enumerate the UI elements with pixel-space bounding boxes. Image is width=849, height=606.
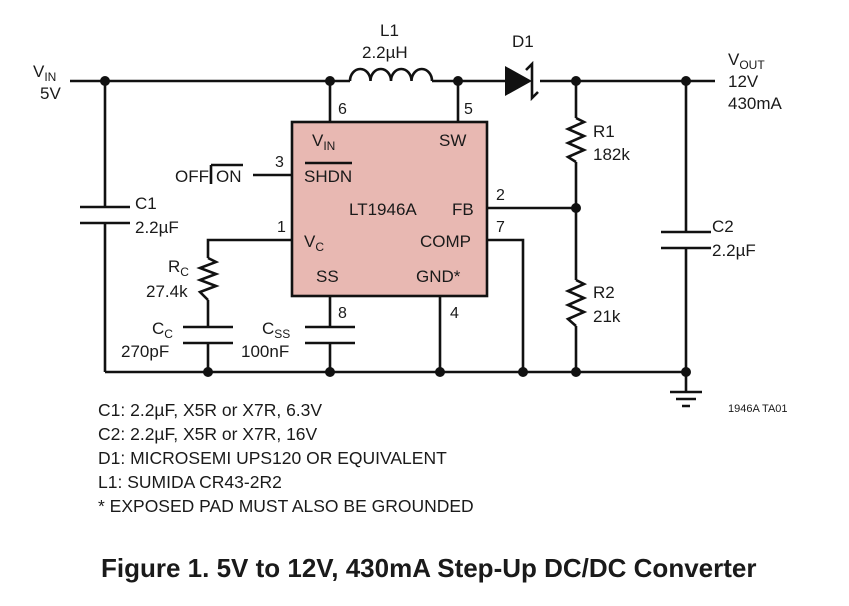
pin-number-6: 6 bbox=[338, 101, 347, 118]
r1-name: R1 bbox=[593, 122, 615, 141]
capacitor-cc-symbol bbox=[183, 325, 233, 345]
figure-caption: Figure 1. 5V to 12V, 430mA Step-Up DC/DC… bbox=[101, 553, 756, 583]
note-line: C1: 2.2µF, X5R or X7R, 6.3V bbox=[98, 400, 322, 420]
ic-body bbox=[290, 120, 489, 298]
pin-number-3: 3 bbox=[275, 154, 284, 171]
pin-number-7: 7 bbox=[496, 219, 505, 236]
vin-label: VIN bbox=[33, 62, 56, 84]
note-line: * EXPOSED PAD MUST ALSO BE GROUNDED bbox=[98, 496, 474, 516]
note-line: D1: MICROSEMI UPS120 OR EQUIVALENT bbox=[98, 448, 447, 468]
r1-value: 182k bbox=[593, 145, 630, 164]
pin-number-1: 1 bbox=[277, 219, 286, 236]
shdn-on-label: ON bbox=[216, 167, 242, 186]
pin-number-5: 5 bbox=[464, 101, 473, 118]
ground-symbol bbox=[670, 390, 702, 408]
component-notes: C1: 2.2µF, X5R or X7R, 6.3V C2: 2.2µF, X… bbox=[98, 400, 474, 516]
c1-name: C1 bbox=[135, 194, 157, 213]
pin-number-8: 8 bbox=[338, 305, 347, 322]
capacitor-css-symbol bbox=[305, 325, 355, 345]
d1-name: D1 bbox=[512, 32, 534, 51]
resistor-r2-symbol bbox=[564, 278, 588, 327]
ic-pin-comp: COMP bbox=[420, 232, 471, 251]
ic-part-name: LT1946A bbox=[349, 200, 417, 219]
vout-current: 430mA bbox=[728, 94, 783, 113]
vout-voltage: 12V bbox=[728, 72, 759, 91]
ic-pin-vc: VC bbox=[304, 232, 324, 254]
ic-pin-fb: FB bbox=[452, 200, 474, 219]
cc-name: CC bbox=[152, 319, 173, 341]
css-name: CSS bbox=[262, 319, 290, 341]
c2-name: C2 bbox=[712, 217, 734, 236]
r2-value: 21k bbox=[593, 307, 621, 326]
capacitor-c2-symbol bbox=[661, 230, 711, 250]
capacitor-c1-symbol bbox=[80, 205, 130, 225]
cc-value: 270pF bbox=[121, 342, 169, 361]
ic-pin-sw: SW bbox=[439, 131, 466, 150]
diode-d1-symbol bbox=[505, 60, 539, 102]
ic-pin-gnd: GND* bbox=[416, 267, 461, 286]
vin-value: 5V bbox=[40, 84, 61, 103]
reference-code: 1946A TA01 bbox=[728, 403, 788, 415]
note-line: L1: SUMIDA CR43-2R2 bbox=[98, 472, 282, 492]
resistor-rc-symbol bbox=[196, 256, 220, 301]
junction-dots bbox=[100, 76, 691, 377]
c1-value: 2.2µF bbox=[135, 218, 179, 237]
ic-pin-shdn: SHDN bbox=[304, 167, 352, 186]
rc-name: RC bbox=[168, 257, 189, 279]
pin-number-2: 2 bbox=[496, 187, 505, 204]
inductor-l1-symbol bbox=[348, 67, 434, 82]
css-value: 100nF bbox=[241, 342, 289, 361]
pin-number-4: 4 bbox=[450, 305, 459, 322]
c2-value: 2.2µF bbox=[712, 241, 756, 260]
resistor-r1-symbol bbox=[564, 116, 588, 164]
note-line: C2: 2.2µF, X5R or X7R, 16V bbox=[98, 424, 318, 444]
ic-pin-vin: VIN bbox=[312, 131, 335, 153]
vout-label: VOUT bbox=[728, 50, 765, 72]
l1-name: L1 bbox=[380, 21, 399, 40]
shdn-off-label: OFF bbox=[175, 167, 209, 186]
ic-pin-ss: SS bbox=[316, 267, 339, 286]
l1-value: 2.2µH bbox=[362, 43, 408, 62]
rc-value: 27.4k bbox=[146, 282, 188, 301]
r2-name: R2 bbox=[593, 283, 615, 302]
